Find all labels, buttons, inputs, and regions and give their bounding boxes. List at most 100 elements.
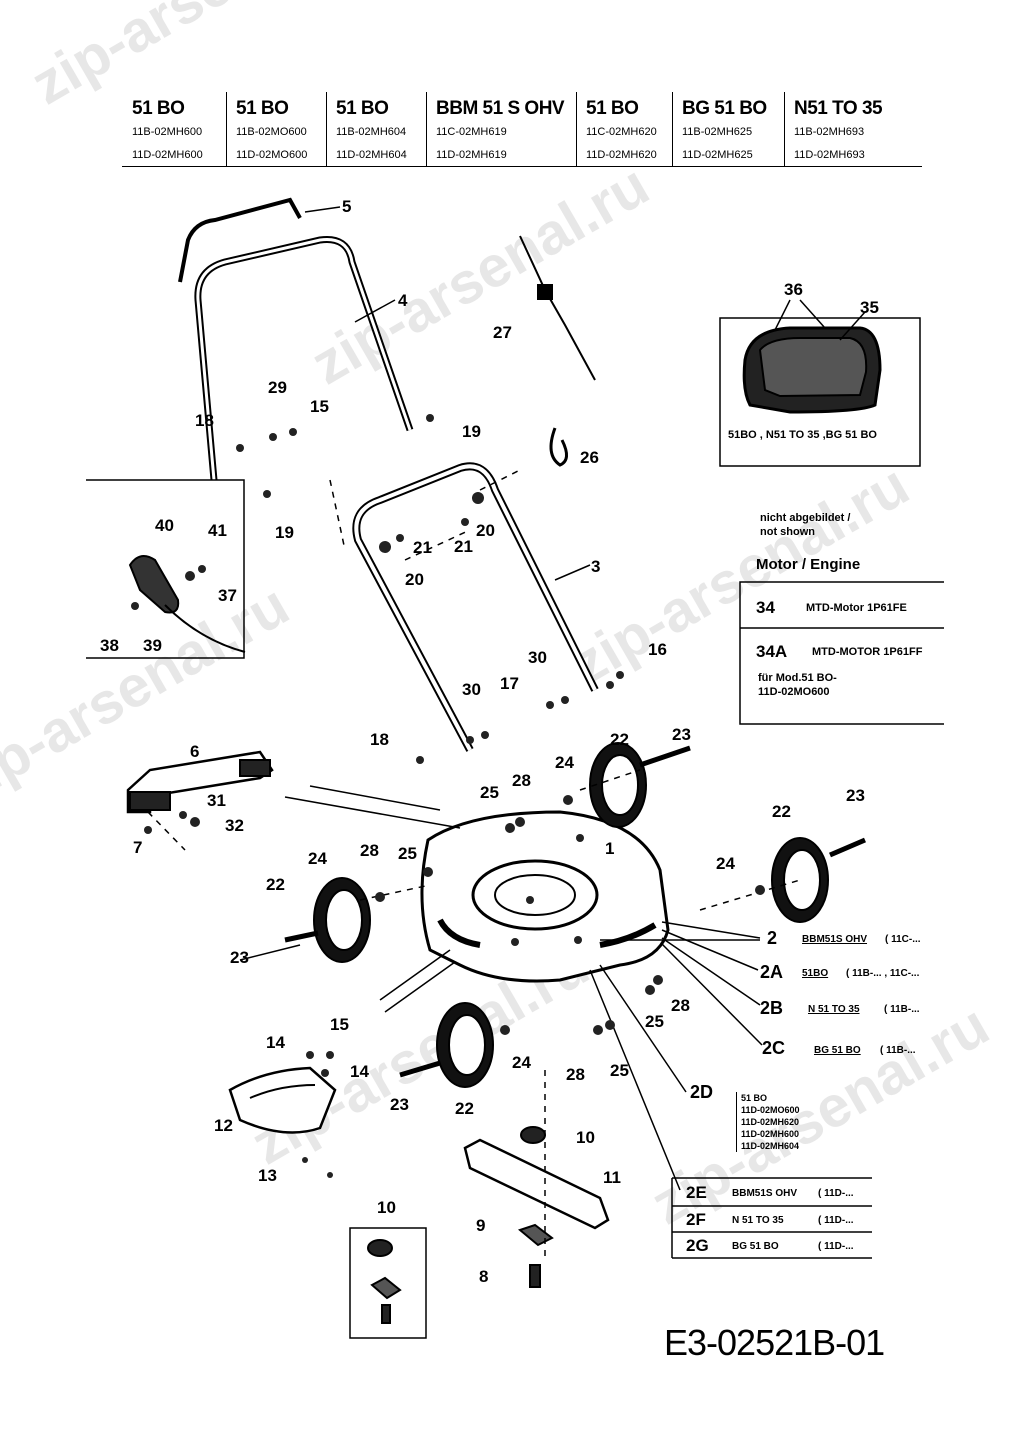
model-header-table: 51 BO 11B-02MH600 11D-02MH600 51 BO 11B-… (122, 92, 922, 167)
engine-desc: MTD-MOTOR 1P61FF (812, 646, 923, 658)
part-label: 3 (591, 557, 600, 576)
variant-code: ( 11D-... (818, 1188, 854, 1199)
part-label: 20 (405, 570, 424, 589)
part-label: 12 (214, 1116, 233, 1135)
upper-handle (194, 235, 414, 481)
part-label: 29 (268, 378, 287, 397)
part-label: 13 (258, 1166, 277, 1185)
part-label: 20 (476, 521, 495, 540)
engine-desc: MTD-Motor 1P61FE (806, 602, 907, 614)
mower-deck (420, 810, 670, 983)
part-label: 1 (605, 839, 614, 858)
engine-inset-caption: 51BO , N51 TO 35 ,BG 51 BO (728, 429, 877, 441)
model-col: BG 51 BO 11B-02MH625 11D-02MH625 (672, 92, 784, 166)
variant-name: BG 51 BO (814, 1045, 861, 1056)
variant-code: ( 11D-... (818, 1241, 854, 1252)
variant-num: 2E (686, 1183, 707, 1202)
model-code: 11D-02MH693 (794, 149, 865, 161)
model-col: 51 BO 11B-02MO600 11D-02MO600 (226, 92, 326, 166)
model-code: 11D-02MH600 (132, 149, 203, 161)
variant-num: 2D (690, 1082, 714, 1102)
part-label: 19 (462, 422, 481, 441)
variant-2d-line: 11D-02MH604 (741, 1141, 800, 1151)
engine-table-title: Motor / Engine (756, 556, 861, 573)
wheel-right (771, 837, 829, 923)
part-label: 22 (266, 875, 285, 894)
part-label: 10 (377, 1198, 396, 1217)
variant-code: ( 11D-... (818, 1215, 854, 1226)
part-label: 30 (528, 648, 547, 667)
variant-2d-list: 51 BO 11D-02MO600 11D-02MH620 11D-02MH60… (736, 1092, 800, 1152)
variant-name: 51BO (802, 968, 829, 979)
wheel-front-left (436, 1002, 494, 1088)
part-label: 23 (672, 725, 691, 744)
model-col: N51 TO 35 11B-02MH693 11D-02MH693 (784, 92, 922, 166)
part-label: 22 (610, 730, 629, 749)
model-name: 51 BO (236, 98, 289, 119)
model-name: BG 51 BO (682, 98, 767, 119)
part-label: 24 (555, 753, 574, 772)
cable-clip (549, 427, 568, 467)
part-label: 21 (413, 538, 432, 557)
part-label: 18 (195, 411, 214, 430)
engine-num: 34 (756, 598, 775, 617)
part-label: 25 (610, 1061, 629, 1080)
model-code: 11D-02MO600 (236, 149, 308, 161)
model-code: 11D-02MH620 (586, 149, 657, 161)
part-label: 22 (772, 802, 791, 821)
part-label: 28 (512, 771, 531, 790)
part-label: 10 (576, 1128, 595, 1147)
part-label: 25 (398, 844, 417, 863)
rear-deflector (126, 750, 274, 814)
model-code: 11C-02MH619 (436, 126, 507, 138)
model-name: BBM 51 S OHV (436, 98, 565, 119)
variant-code: ( 11B-... (880, 1045, 916, 1056)
variant-num: 2C (762, 1038, 786, 1058)
part-label: 30 (462, 680, 481, 699)
wheel-rear-right (589, 742, 647, 828)
variant-num: 2A (760, 962, 784, 982)
part-label: 25 (480, 783, 499, 802)
part-label: 15 (310, 397, 329, 416)
variant-num: 2F (686, 1210, 706, 1229)
part-label: 15 (330, 1015, 349, 1034)
part-label: 22 (455, 1099, 474, 1118)
variant-code: ( 11C-... (885, 934, 921, 945)
variant-name: BG 51 BO (732, 1241, 779, 1252)
part-label: 8 (479, 1267, 488, 1286)
variant-name: BBM51S OHV (802, 934, 868, 945)
part-label: 24 (308, 849, 327, 868)
part-label: 4 (398, 291, 408, 310)
part-label: 23 (230, 948, 249, 967)
model-col: 51 BO 11B-02MH604 11D-02MH604 (326, 92, 426, 166)
variant-num: 2 (767, 928, 778, 948)
part-label: 14 (350, 1062, 369, 1081)
part-label: 19 (275, 523, 294, 542)
part-label: 31 (207, 791, 226, 810)
part-label: 16 (648, 640, 667, 659)
part-label: 24 (716, 854, 735, 873)
not-shown-note: nicht abgebildet / (760, 512, 851, 524)
model-col: BBM 51 S OHV 11C-02MH619 11D-02MH619 (426, 92, 576, 166)
model-code: 11D-02MH625 (682, 149, 753, 161)
part-label: 28 (671, 996, 690, 1015)
part-label: 21 (454, 537, 473, 556)
part-label: 7 (133, 838, 142, 857)
model-col: 51 BO 11B-02MH600 11D-02MH600 (122, 92, 226, 166)
part-label: 32 (225, 816, 244, 835)
variant-2d-line: 11D-02MH600 (741, 1129, 800, 1139)
variant-2d-line: 11D-02MO600 (741, 1105, 800, 1115)
model-name: N51 TO 35 (794, 98, 883, 119)
model-code: 11C-02MH620 (586, 126, 657, 138)
part-label: 11 (603, 1168, 621, 1187)
variant-code: ( 11B-... , 11C-... (846, 968, 920, 979)
model-name: 51 BO (132, 98, 185, 119)
model-code: 11B-02MO600 (236, 126, 307, 138)
cable-guide (178, 197, 302, 283)
part-label: 38 (100, 636, 119, 655)
model-code: 11B-02MH693 (794, 126, 865, 138)
part-label: 17 (500, 674, 519, 693)
drawing-code: E3-02521B-01 (664, 1322, 885, 1363)
